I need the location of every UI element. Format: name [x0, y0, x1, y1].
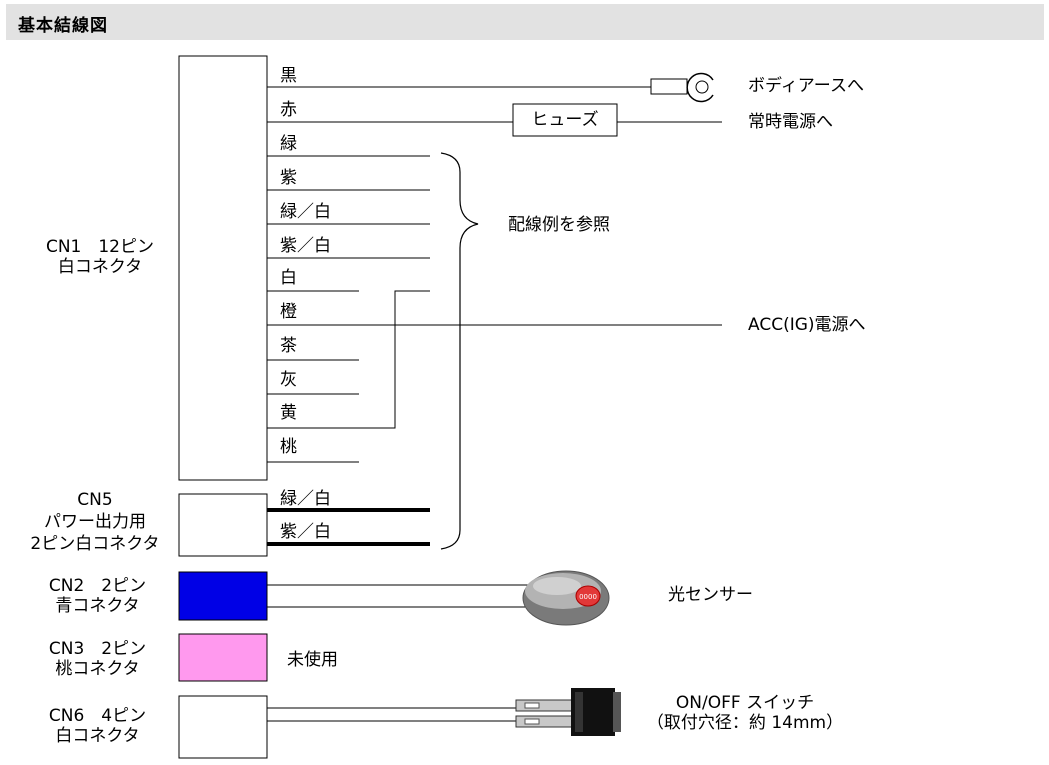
fuse-label: ヒューズ: [531, 110, 599, 130]
switch-label: ON/OFF スイッチ （取付穴径：約 14mm）: [640, 693, 850, 733]
cn6-label-line1: CN6 4ピン: [48, 706, 147, 726]
wire-label: 灰: [280, 370, 297, 390]
cn1-label-line1: CN1 12ピン: [45, 237, 155, 257]
wire-label: 緑／白: [280, 202, 331, 222]
switch-label-line1: ON/OFF スイッチ: [675, 693, 815, 713]
acc-power-label: ACC(IG)電源へ: [748, 315, 866, 335]
cn5-label-line1: CN5: [77, 490, 113, 510]
wire-label: 黄: [280, 403, 297, 423]
on-off-switch-icon: [515, 688, 621, 736]
wire-label: 緑: [280, 134, 297, 154]
see-example-label: 配線例を参照: [508, 215, 610, 235]
wire-label: 桃: [280, 437, 297, 457]
wire-label: 黒: [280, 66, 297, 86]
wire-label-cn5: 緑／白: [280, 489, 331, 509]
cn6-label-line2: 白コネクタ: [55, 726, 140, 746]
cn2-label-line1: CN2 2ピン: [48, 576, 147, 596]
cn6-label: CN6 4ピン 白コネクタ: [25, 706, 170, 746]
wire-label: 紫: [280, 168, 297, 188]
fuse-box: [512, 103, 618, 137]
switch-label-line2: （取付穴径：約 14mm）: [646, 713, 844, 733]
cn1-connector-box: [178, 55, 268, 481]
light-sensor-icon: 0000: [522, 570, 610, 626]
constant-power-label: 常時電源へ: [748, 112, 833, 132]
wire-label: 紫／白: [280, 236, 331, 256]
wire-label: 橙: [280, 302, 297, 322]
cn2-label: CN2 2ピン 青コネクタ: [25, 576, 170, 616]
cn1-label: CN1 12ピン 白コネクタ: [30, 237, 170, 277]
cn3-connector-box: [178, 633, 268, 682]
light-sensor-label: 光センサー: [668, 585, 753, 605]
cn2-label-line2: 青コネクタ: [55, 596, 140, 616]
sensor-mark: 0000: [579, 593, 597, 601]
cn3-label-line2: 桃コネクタ: [55, 659, 140, 679]
cn3-label-line1: CN3 2ピン: [48, 639, 147, 659]
cn6-connector-box: [178, 695, 268, 759]
ground-terminal-icon: [650, 72, 714, 103]
cn5-label-line3: 2ピン白コネクタ: [30, 534, 160, 554]
cn3-label: CN3 2ピン 桃コネクタ: [25, 639, 170, 679]
wire-label: 茶: [280, 336, 297, 356]
cn5-label: CN5 パワー出力用 2ピン白コネクタ: [20, 489, 170, 555]
header-bar: 基本結線図: [6, 4, 1044, 40]
cn2-connector-box: [178, 571, 268, 621]
wire-label: 赤: [280, 100, 297, 120]
diagram-title: 基本結線図: [18, 16, 108, 36]
body-ground-label: ボディアースへ: [748, 76, 864, 96]
cn5-label-line2: パワー出力用: [44, 512, 146, 532]
unused-label: 未使用: [287, 650, 338, 670]
cn5-connector-box: [178, 493, 268, 557]
wire-label: 白: [280, 268, 297, 288]
cn1-label-line2: 白コネクタ: [57, 257, 143, 277]
wire-label-cn5: 紫／白: [280, 522, 331, 542]
brace-bracket: [440, 152, 479, 550]
wire-yellow: [267, 290, 430, 429]
